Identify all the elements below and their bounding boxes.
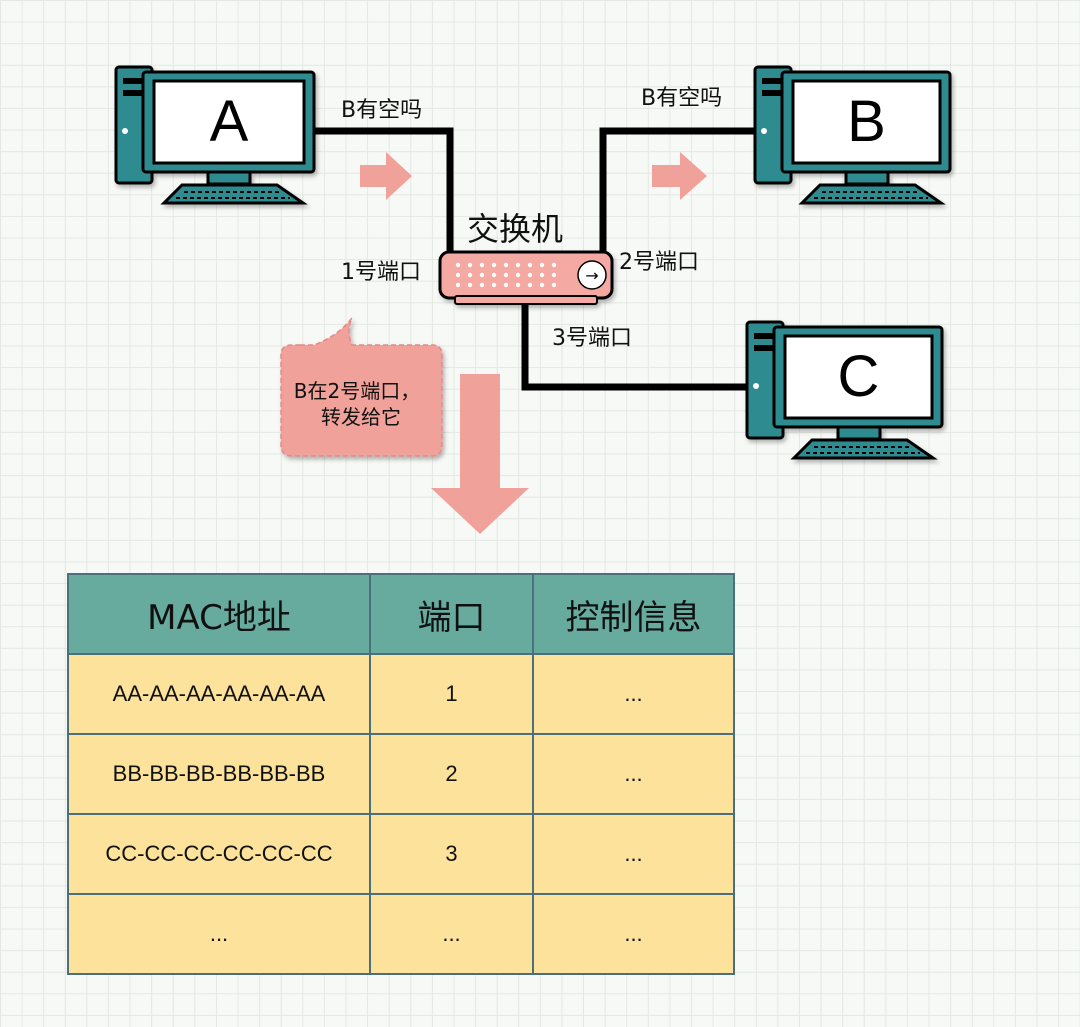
- switch-port-leds: [455, 262, 557, 288]
- switch-device: →: [438, 250, 614, 305]
- computer-c: [745, 320, 944, 460]
- cell-control-info: ...: [532, 733, 735, 815]
- message-left: B有空吗: [341, 98, 423, 123]
- cable-switch-b: [599, 127, 760, 265]
- cell-port: 2: [369, 733, 534, 815]
- cell-port: 3: [369, 813, 534, 895]
- speech-bubble: [280, 317, 443, 457]
- cell-control-info: ...: [532, 653, 735, 735]
- computer-b: [753, 65, 952, 205]
- cell-mac: BB-BB-BB-BB-BB-BB: [67, 733, 371, 815]
- switch-title: 交换机: [467, 210, 564, 248]
- header-port: 端口: [369, 573, 534, 655]
- cell-mac: AA-AA-AA-AA-AA-AA: [67, 653, 371, 735]
- table-header-row: MAC地址 端口 控制信息: [67, 573, 735, 655]
- computer-a: [114, 65, 316, 205]
- bubble-line-2: 转发给它: [321, 405, 401, 429]
- port-1-label: 1号端口: [341, 260, 421, 285]
- mac-address-table: MAC地址 端口 控制信息 AA-AA-AA-AA-AA-AA 1 ... BB…: [67, 573, 735, 975]
- cable-switch-c: [521, 298, 756, 391]
- cell-control-info: ...: [532, 813, 735, 895]
- cell-mac: ...: [67, 893, 371, 975]
- port-2-label: 2号端口: [619, 250, 699, 275]
- message-right: B有空吗: [641, 86, 723, 111]
- cell-mac: CC-CC-CC-CC-CC-CC: [67, 813, 371, 895]
- switch-button-glyph: →: [585, 266, 598, 285]
- computer-b-label: B: [847, 89, 886, 154]
- cell-port: ...: [369, 893, 534, 975]
- table-row: CC-CC-CC-CC-CC-CC 3 ...: [67, 813, 735, 895]
- port-3-label: 3号端口: [552, 326, 632, 351]
- header-control-info: 控制信息: [532, 573, 735, 655]
- cables: [310, 127, 760, 391]
- cell-port: 1: [369, 653, 534, 735]
- switch-button-icon: [577, 260, 607, 290]
- down-arrow-icon: [431, 374, 529, 534]
- computer-c-label: C: [837, 344, 880, 409]
- computer-a-label: A: [209, 89, 249, 154]
- bubble-line-1: B在2号端口，: [293, 379, 421, 403]
- header-mac-address: MAC地址: [67, 573, 371, 655]
- flow-arrow-left-icon: [360, 152, 412, 200]
- table-row: AA-AA-AA-AA-AA-AA 1 ...: [67, 653, 735, 735]
- table-row: BB-BB-BB-BB-BB-BB 2 ...: [67, 733, 735, 815]
- flow-arrow-right-icon: [652, 152, 707, 200]
- cell-control-info: ...: [532, 893, 735, 975]
- cable-a-switch: [310, 127, 454, 265]
- table-row: ... ... ...: [67, 893, 735, 975]
